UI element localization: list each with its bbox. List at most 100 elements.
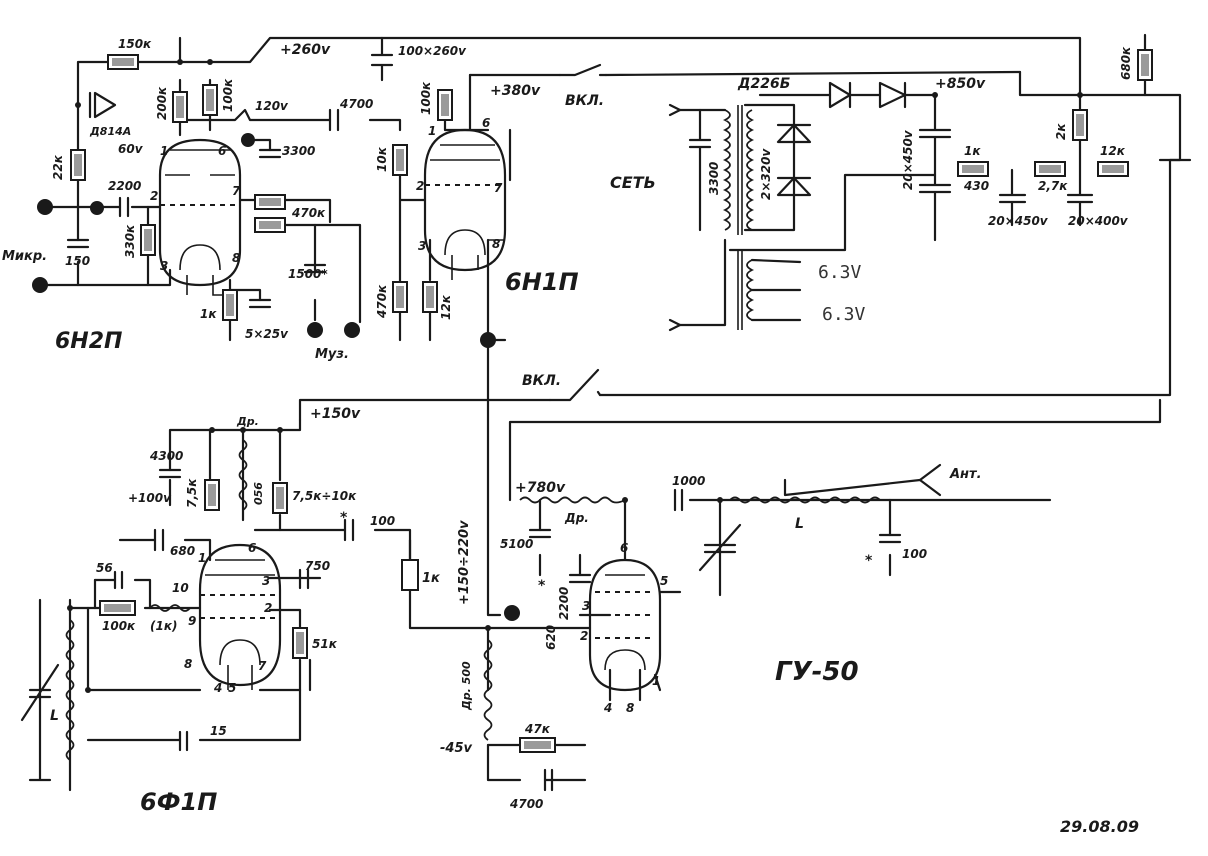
label-components-c3300: 3300 (282, 144, 315, 158)
label-pins-v1-3: 7 (232, 184, 241, 198)
winding-label: 2×320v (759, 148, 773, 200)
antenna-label: Ант. (949, 467, 982, 482)
label-components-c20x400: 20×400v (1068, 214, 1129, 228)
label-components-r2k: 2к (1054, 123, 1068, 140)
capacitors (20, 36, 1094, 792)
label-components-c15: 15 (210, 724, 227, 738)
label-components-r680k: 680к (1119, 46, 1133, 80)
label-components-r470k: 470к (291, 206, 326, 220)
tube-v1-envelope (158, 138, 242, 296)
label-components-c4700-a: 4700 (339, 97, 373, 111)
diode-bridge-label: Д226Б (737, 76, 790, 92)
supply-neg45-label: -45v (440, 741, 472, 756)
label-components-r330k: 330к (123, 224, 137, 258)
filament-label-2: 6.3V (822, 304, 866, 325)
mic-jack (32, 199, 53, 293)
label-pins-v1-5: 8 (232, 251, 240, 265)
label-pins-v2-4: 3 (418, 239, 426, 253)
filament-label-1: 6.3V (818, 262, 862, 283)
label-pins-osc-4: 9 (188, 614, 196, 628)
supply-380-label: +380v (490, 83, 541, 99)
label-pins-osc-0: 1 (198, 551, 206, 565)
label-components-r10k: 10к (375, 146, 389, 172)
supply-780-label: +780v (515, 480, 566, 496)
wires (28, 33, 1192, 792)
label-components-r2-7k: 2,7к (1038, 179, 1068, 193)
switch-2 (548, 368, 602, 402)
label-components-c1500: 1500* (288, 267, 328, 281)
choke-label-2: Др. (564, 511, 589, 525)
label-components-c20x450-b: 20×450v (988, 214, 1049, 228)
label-components-r100k-a: 100к (221, 78, 235, 112)
label-components-r12k-b: 12к (1100, 144, 1126, 158)
tube-v2-envelope (423, 128, 507, 280)
label-components-c3300-mains: 3300 (707, 162, 721, 195)
label-pins-pa-2: 3 (582, 599, 590, 613)
label-components-c5100: 5100 (500, 537, 533, 551)
label-components-r200k: 200к (155, 86, 169, 120)
label-pins-v1-0: 1 (160, 144, 168, 158)
choke-osc-label: 056 (252, 482, 265, 505)
label-components-r7-5k: 7,5к (185, 478, 199, 508)
label-pins-pa-3: 2 (580, 629, 588, 643)
mains-label: СЕТЬ (610, 173, 656, 192)
label-pins-osc-2: 3 (262, 574, 270, 588)
label-components-c56: 56 (96, 561, 113, 575)
label-components-r1k-b: 1к (964, 144, 981, 158)
switch-label-1: ВКЛ. (565, 93, 604, 109)
label-components-r1k-c: 1к (422, 571, 441, 586)
label-components-r150k: 150к (118, 37, 152, 51)
label-components-r1k-a: 1к (200, 307, 217, 321)
label-pins-pa-1: 5 (660, 574, 668, 588)
switch-1 (558, 63, 608, 77)
label-pins-pa-5: 8 (626, 701, 634, 715)
date-label: 29.08.09 (1060, 817, 1139, 836)
supply-260-label: +260v (280, 42, 331, 58)
label-components-r100k-c: 100к (102, 619, 136, 633)
label-components-r7-5-10k: 7,5к÷10к (292, 489, 357, 503)
label-components-c4700-b: 4700 (509, 797, 543, 811)
label-pins-v2-0: 1 (428, 124, 436, 138)
label-components-r12k-a: 12к (439, 294, 453, 320)
label-pins-pa-0: 6 (620, 541, 628, 555)
supply-60-label: 60v (118, 142, 144, 156)
power-transformer (668, 103, 802, 332)
label-pins-pa-4: 4 (603, 701, 612, 715)
junction-dots (67, 59, 1083, 693)
label-components-r47k: 47к (524, 722, 551, 736)
label-components-c1000: 1000 (672, 474, 705, 488)
label-pins-v2-5: 8 (492, 237, 500, 251)
tube-v2-label: 6Н1П (505, 268, 579, 296)
label-components-star: * (340, 510, 348, 526)
resistors (70, 49, 1153, 753)
label-pins-osc-7: 5 (228, 681, 236, 695)
music-jack (307, 322, 360, 338)
labels: 6Н2П 6Н1П 6Ф1П ГУ-50 +260v +380v +850v +… (2, 37, 1139, 836)
l-out-label: L (795, 516, 804, 532)
tube-osc-envelope (198, 543, 282, 690)
label-components-l1k: (1к) (150, 619, 177, 633)
label-components-c750: 750 (305, 559, 330, 573)
l-osc-label: L (50, 708, 59, 724)
switch-label-2: ВКЛ. (522, 373, 561, 389)
label-components-c5x25: 5×25v (245, 327, 289, 341)
label-components-star: * (538, 578, 546, 594)
label-pins-pa-6: 1 (652, 674, 660, 688)
label-pins-osc-5: 8 (184, 657, 192, 671)
label-components-r51k: 51к (312, 637, 338, 651)
label-pins-osc-6: 4 (213, 681, 222, 695)
label-pins-osc-1: 6 (248, 541, 256, 555)
label-pins-v1-4: 3 (160, 259, 168, 273)
tube-pa-envelope (588, 558, 662, 692)
label-components-c2200: 2200 (108, 179, 141, 193)
zener-label: Д814А (89, 125, 131, 138)
label-pins-v2-1: 6 (482, 116, 490, 130)
label-components-l10: 10 (172, 581, 189, 595)
music-label: Муз. (315, 347, 349, 362)
diodes (88, 81, 937, 252)
tube-osc-label: 6Ф1П (140, 788, 217, 816)
supply-100-label: +100v (128, 491, 172, 505)
mic-label: Микр. (2, 249, 47, 264)
label-components-c100-260: 100×260v (398, 44, 467, 58)
